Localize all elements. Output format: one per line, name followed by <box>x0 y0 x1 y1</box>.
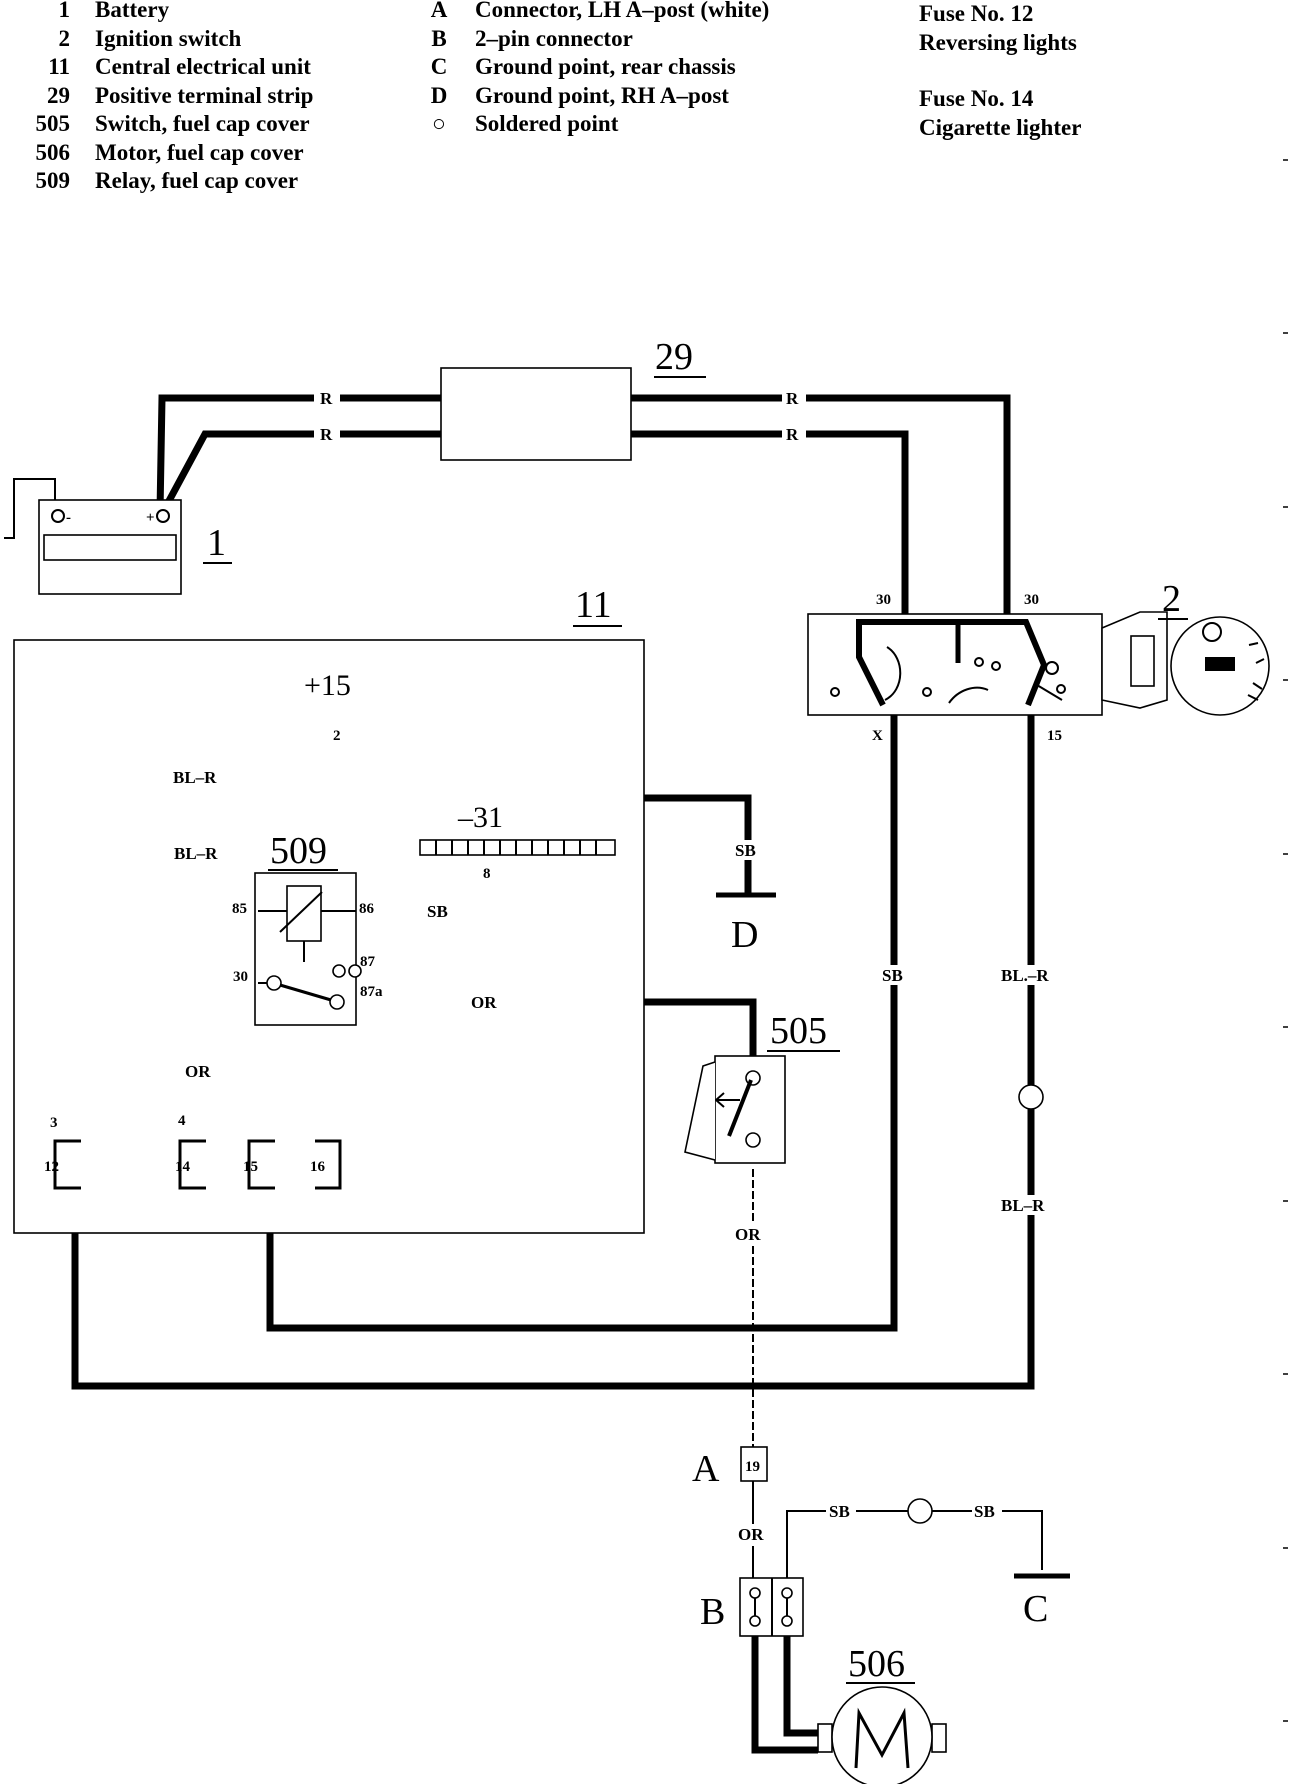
svg-text:4: 4 <box>178 1113 186 1129</box>
svg-text:30: 30 <box>1024 592 1039 608</box>
svg-text:87: 87 <box>360 954 376 970</box>
svg-text:2: 2 <box>333 728 341 744</box>
switch-label: 505 <box>770 1010 827 1052</box>
plus15-label: +15 <box>304 669 351 702</box>
svg-text:R: R <box>320 425 333 444</box>
positive-terminal-strip <box>440 367 632 461</box>
wire-r-bottom <box>159 430 909 622</box>
battery-label: 1 <box>207 522 226 564</box>
wire-battery-ground <box>4 478 56 539</box>
connector-b-label: B <box>700 1591 725 1633</box>
svg-text:BL–R: BL–R <box>173 768 217 787</box>
wire-motor-left <box>751 1636 818 1754</box>
svg-text:SB: SB <box>974 1502 995 1521</box>
svg-text:R: R <box>786 389 799 408</box>
svg-text:19: 19 <box>745 1459 760 1475</box>
wire-labels: R R R R BL–R BL–R SB OR OR SB SB BL.–R B… <box>170 388 1054 1546</box>
fuel-cap-motor <box>817 1686 947 1784</box>
fuse-holders <box>53 1139 342 1190</box>
ignition-switch <box>807 611 1270 716</box>
fuel-cap-switch <box>684 1055 786 1164</box>
svg-text:OR: OR <box>185 1062 211 1081</box>
relay <box>254 872 362 1026</box>
svg-text:OR: OR <box>738 1525 764 1544</box>
svg-text:16: 16 <box>310 1159 326 1175</box>
svg-text:85: 85 <box>232 901 247 917</box>
edge-ticks <box>1283 159 1288 1722</box>
terminal-strip-label: 29 <box>655 336 693 378</box>
svg-text:X: X <box>872 728 883 744</box>
svg-text:15: 15 <box>1047 728 1062 744</box>
relay-label: 509 <box>270 830 327 872</box>
fuse-note-12: Fuse No. 12 Reversing lights <box>919 1 1077 55</box>
svg-text:30: 30 <box>233 969 248 985</box>
battery: - + <box>38 499 182 595</box>
ground-c-label: C <box>1023 1588 1048 1630</box>
svg-text:SB: SB <box>882 966 903 985</box>
motor-label: 506 <box>848 1643 905 1685</box>
svg-text:12: 12 <box>44 1159 59 1175</box>
svg-text:30: 30 <box>876 592 891 608</box>
connector-a <box>740 1446 768 1482</box>
ground-d-label: D <box>731 914 758 956</box>
svg-text:OR: OR <box>471 993 497 1012</box>
svg-text:86: 86 <box>359 901 375 917</box>
ignition-switch-label: 2 <box>1162 578 1181 620</box>
svg-text:R: R <box>786 425 799 444</box>
battery-positive-terminal <box>156 509 170 523</box>
fuse-note-14: Fuse No. 14 Cigarette lighter <box>919 86 1082 140</box>
svg-text:-: - <box>66 510 71 526</box>
svg-text:+: + <box>146 510 155 526</box>
connector-a-label: A <box>692 1448 720 1490</box>
svg-text:14: 14 <box>175 1159 191 1175</box>
soldered-point-bl-r <box>1018 1084 1044 1110</box>
svg-text:SB: SB <box>735 841 756 860</box>
connector-b <box>739 1577 804 1637</box>
svg-text:15: 15 <box>243 1159 258 1175</box>
svg-text:BL–R: BL–R <box>174 844 218 863</box>
svg-text:BL–R: BL–R <box>1001 1196 1045 1215</box>
wire-motor-right <box>783 1636 830 1737</box>
minus31-label: –31 <box>457 801 503 834</box>
svg-text:OR: OR <box>735 1225 761 1244</box>
battery-negative-terminal <box>51 509 65 523</box>
ground-bus-minus31 <box>419 839 616 856</box>
svg-text:R: R <box>320 389 333 408</box>
central-unit-label: 11 <box>575 584 612 626</box>
svg-text:SB: SB <box>829 1502 850 1521</box>
svg-text:BL.–R: BL.–R <box>1001 966 1049 985</box>
legend-row: ○Soldered point <box>432 111 619 136</box>
svg-text:87a: 87a <box>360 984 383 1000</box>
soldered-point-sb <box>907 1498 933 1524</box>
wire-sb-fuse15 <box>266 712 898 1332</box>
svg-text:3: 3 <box>50 1115 58 1131</box>
svg-text:8: 8 <box>483 866 491 882</box>
svg-text:SB: SB <box>427 902 448 921</box>
